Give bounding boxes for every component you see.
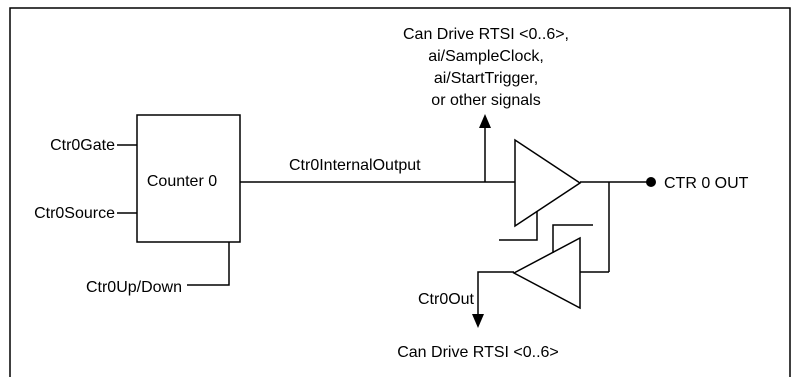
- ctr0-internal-output-label: Ctr0InternalOutput: [289, 157, 421, 174]
- upper-destination-line-3: ai/StartTrigger,: [434, 70, 538, 87]
- ctr0-updown-label: Ctr0Up/Down: [86, 279, 182, 296]
- ctr0-gate-label: Ctr0Gate: [50, 137, 115, 154]
- lower-arrow-icon: [472, 314, 484, 328]
- ctr0-source-label: Ctr0Source: [34, 205, 115, 222]
- ctr0-out-line: [477, 271, 514, 316]
- output-buffer-triangle: [514, 138, 582, 228]
- counter-0-label: Counter 0: [147, 173, 217, 190]
- ctr0-out-pin-label: CTR 0 OUT: [664, 175, 749, 192]
- counter-0-block: [136, 114, 241, 243]
- lower-destination-label: Can Drive RTSI <0..6>: [397, 344, 559, 361]
- upper-destination-line-4: or other signals: [431, 92, 540, 109]
- ctr0-updown-line: [187, 242, 230, 286]
- upper-destination-line-1: Can Drive RTSI <0..6>,: [403, 26, 569, 43]
- return-buffer-enable-line: [552, 224, 593, 253]
- ctr0-out-pin-dot: [646, 177, 656, 187]
- upper-destination-line-2: ai/SampleClock,: [428, 48, 544, 65]
- return-buffer-triangle: [512, 236, 581, 310]
- output-buffer-enable-line: [499, 211, 538, 241]
- diagram-frame: [9, 7, 791, 377]
- upper-arrow-icon: [479, 114, 491, 128]
- ctr0-out-label: Ctr0Out: [418, 291, 475, 308]
